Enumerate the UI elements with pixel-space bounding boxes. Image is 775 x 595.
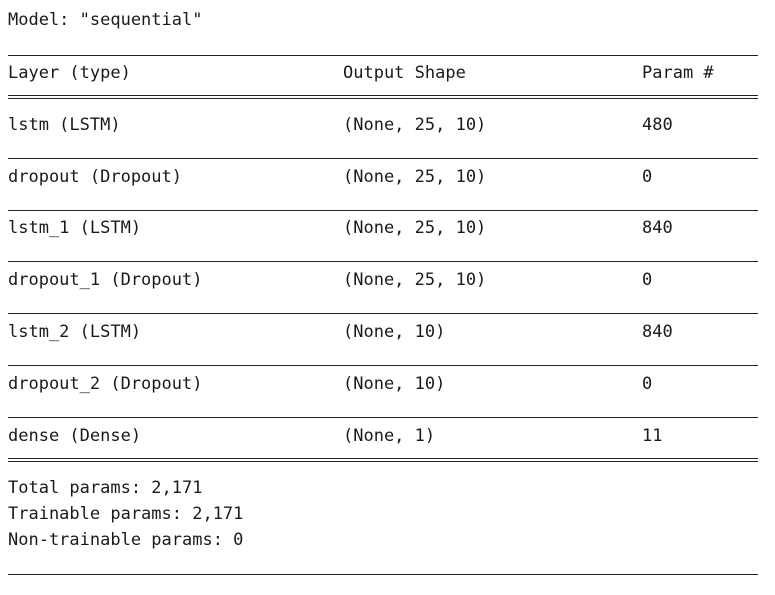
top-rule: [8, 55, 758, 56]
layer-params: 840: [642, 322, 673, 342]
layer-output-shape: (None, 1): [343, 426, 436, 446]
header-output-shape: Output Shape: [343, 63, 466, 83]
layer-params: 0: [642, 167, 653, 187]
row-separator: [8, 158, 758, 159]
layer-output-shape: (None, 25, 10): [343, 218, 487, 238]
footer-double-rule: [8, 458, 758, 464]
header-param-count: Param #: [642, 63, 714, 83]
layer-output-shape: (None, 25, 10): [343, 270, 487, 290]
layer-output-shape: (None, 10): [343, 322, 446, 342]
layer-params: 840: [642, 218, 673, 238]
row-separator: [8, 261, 758, 262]
layer-name: dropout_2 (Dropout): [8, 374, 203, 394]
layer-params: 0: [642, 270, 653, 290]
layer-output-shape: (None, 25, 10): [343, 167, 487, 187]
layer-output-shape: (None, 25, 10): [343, 115, 487, 135]
layer-name: dense (Dense): [8, 426, 142, 446]
layer-name: lstm (LSTM): [8, 115, 121, 135]
non-trainable-params: Non-trainable params: 0: [8, 530, 244, 550]
row-separator: [8, 313, 758, 314]
layer-params: 11: [642, 426, 663, 446]
layer-output-shape: (None, 10): [343, 374, 446, 394]
total-params: Total params: 2,171: [8, 478, 203, 498]
model-title: Model: "sequential": [8, 10, 203, 30]
layer-params: 480: [642, 115, 673, 135]
trainable-params: Trainable params: 2,171: [8, 504, 244, 524]
layer-name: lstm_1 (LSTM): [8, 218, 142, 238]
layer-params: 0: [642, 374, 653, 394]
header-layer-type: Layer (type): [8, 63, 131, 83]
header-double-rule: [8, 95, 758, 101]
layer-name: dropout_1 (Dropout): [8, 270, 203, 290]
layer-name: lstm_2 (LSTM): [8, 322, 142, 342]
layer-name: dropout (Dropout): [8, 167, 182, 187]
row-separator: [8, 210, 758, 211]
bottom-rule: [8, 574, 758, 575]
row-separator: [8, 417, 758, 418]
row-separator: [8, 365, 758, 366]
